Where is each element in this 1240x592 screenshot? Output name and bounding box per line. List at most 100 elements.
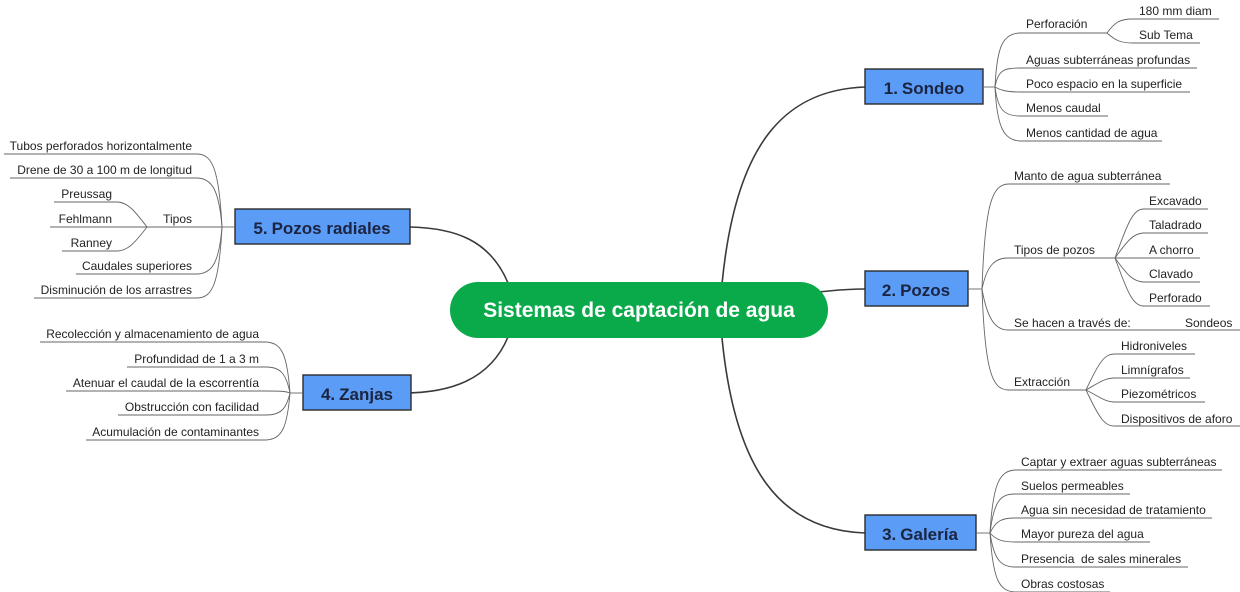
edge-extraccion-hidroniveles bbox=[1085, 353, 1116, 391]
topic-zanjas-label: Zanjas bbox=[339, 385, 393, 404]
node-preussag[interactable]: Preussag bbox=[54, 187, 118, 203]
node-perforado[interactable]: Perforado bbox=[1143, 291, 1210, 307]
topic-pozos-box bbox=[864, 270, 969, 307]
edge-zanjas-recoleccion bbox=[265, 341, 291, 394]
zanjas-branches: Recolección y almacenamiento de agua Pro… bbox=[40, 327, 303, 441]
edge-root-radiales bbox=[409, 226, 509, 284]
edge-radiales-tubos bbox=[197, 153, 223, 228]
edge-extraccion-piezometricos bbox=[1085, 389, 1116, 403]
node-180-mm-diam[interactable]: 180 mm diam bbox=[1133, 4, 1219, 20]
node-aguas-profundas-label: Aguas subterráneas profundas bbox=[1026, 53, 1190, 67]
node-dispositivos-aforo-label: Dispositivos de aforo bbox=[1121, 412, 1233, 426]
node-ranney-label: Ranney bbox=[71, 236, 112, 250]
node-atenuar-label: Atenuar el caudal de la escorrentía bbox=[73, 376, 259, 390]
node-manto-label: Manto de agua subterránea bbox=[1014, 169, 1162, 183]
edge-zanjas-atenuar bbox=[265, 390, 291, 394]
edge-root-sondeo bbox=[721, 86, 866, 285]
node-tubos-label: Tubos perforados horizontalmente bbox=[10, 139, 193, 153]
node-obras-costosas[interactable]: Obras costosas bbox=[1015, 577, 1110, 592]
node-mayor-pureza-label: Mayor pureza del agua bbox=[1021, 527, 1144, 541]
topic-pozos-radiales-box bbox=[234, 208, 411, 245]
node-menos-caudal[interactable]: Menos caudal bbox=[1020, 101, 1108, 117]
node-tipos-pozos[interactable]: Tipos de pozos bbox=[1008, 243, 1115, 259]
node-manto[interactable]: Manto de agua subterránea bbox=[1008, 169, 1170, 185]
node-sales-minerales-label: Presencia de sales minerales bbox=[1021, 552, 1181, 566]
node-tipos-pozos-label: Tipos de pozos bbox=[1014, 243, 1095, 257]
node-dispositivos-aforo[interactable]: Dispositivos de aforo bbox=[1115, 412, 1240, 427]
node-agua-sin-tratamiento-label: Agua sin necesidad de tratamiento bbox=[1021, 503, 1206, 517]
topic-pozos-label: Pozos bbox=[900, 281, 950, 300]
node-drene[interactable]: Drene de 30 a 100 m de longitud bbox=[10, 163, 198, 179]
topic-pozos[interactable]: 2.Pozos bbox=[864, 270, 969, 307]
node-sales-minerales[interactable]: Presencia de sales minerales bbox=[1015, 552, 1188, 568]
topic-sondeo-box bbox=[864, 68, 984, 105]
node-limnigrafos[interactable]: Limnígrafos bbox=[1115, 363, 1190, 379]
node-arrastres-label: Disminución de los arrastres bbox=[41, 283, 192, 297]
edge-tipos-excavado bbox=[1114, 208, 1144, 259]
node-arrastres[interactable]: Disminución de los arrastres bbox=[34, 283, 198, 299]
node-captar[interactable]: Captar y extraer aguas subterráneas bbox=[1015, 455, 1222, 471]
node-recoleccion-label: Recolección y almacenamiento de agua bbox=[46, 327, 259, 341]
node-aguas-profundas[interactable]: Aguas subterráneas profundas bbox=[1020, 53, 1197, 69]
topic-pozos-radiales-title: 5. Pozos radiales bbox=[253, 219, 390, 238]
pozos-branches: Manto de agua subterránea Tipos de pozos… bbox=[968, 169, 1240, 427]
topic-pozos-radiales-number: 5. bbox=[253, 219, 267, 238]
node-clavado[interactable]: Clavado bbox=[1143, 267, 1200, 283]
node-excavado[interactable]: Excavado bbox=[1143, 194, 1208, 210]
edge-root-zanjas bbox=[402, 336, 509, 394]
topic-galeria-label: Galería bbox=[900, 525, 958, 544]
node-taladrado[interactable]: Taladrado bbox=[1143, 218, 1208, 234]
node-menos-cantidad[interactable]: Menos cantidad de agua bbox=[1020, 126, 1162, 142]
edge-extraccion-limnigrafos bbox=[1085, 377, 1116, 391]
node-caudales[interactable]: Caudales superiores bbox=[76, 259, 198, 275]
topic-zanjas[interactable]: 4.Zanjas bbox=[302, 374, 412, 411]
node-poco-espacio[interactable]: Poco espacio en la superficie bbox=[1020, 77, 1190, 93]
edge-perforacion-180 bbox=[1106, 18, 1134, 34]
node-obstruccion[interactable]: Obstrucción con facilidad bbox=[118, 400, 266, 416]
node-sub-tema[interactable]: Sub Tema bbox=[1133, 28, 1200, 44]
topic-galeria-box bbox=[864, 514, 977, 551]
topic-sondeo[interactable]: 1.Sondeo bbox=[864, 68, 984, 105]
edge-tipos-taladrado bbox=[1114, 232, 1144, 259]
node-extraccion[interactable]: Extracción bbox=[1008, 375, 1086, 391]
node-sondeos[interactable]: Sondeos bbox=[1178, 316, 1240, 331]
node-tubos[interactable]: Tubos perforados horizontalmente bbox=[4, 139, 198, 155]
node-se-hacen-label: Se hacen a través de: bbox=[1014, 316, 1131, 330]
node-agua-sin-tratamiento[interactable]: Agua sin necesidad de tratamiento bbox=[1015, 503, 1212, 519]
node-a-chorro-label: A chorro bbox=[1149, 243, 1194, 257]
topic-galeria-number: 3. bbox=[882, 525, 896, 544]
node-atenuar[interactable]: Atenuar el caudal de la escorrentía bbox=[66, 376, 266, 392]
edge-pozos-traves bbox=[981, 288, 1009, 331]
node-perforacion-label: Perforación bbox=[1026, 17, 1087, 31]
edge-sondeo-aguas bbox=[994, 67, 1021, 88]
topic-pozos-radiales[interactable]: 5. Pozos radiales bbox=[234, 208, 411, 245]
node-perforacion[interactable]: Perforación bbox=[1020, 17, 1107, 34]
node-hidroniveles-label: Hidroniveles bbox=[1121, 339, 1187, 353]
node-recoleccion[interactable]: Recolección y almacenamiento de agua bbox=[40, 327, 266, 343]
topic-sondeo-number: 1. bbox=[884, 79, 898, 98]
node-fehlmann[interactable]: Fehlmann bbox=[50, 212, 118, 228]
edge-galeria-suelos bbox=[989, 493, 1016, 534]
edge-zanjas-obstruccion bbox=[265, 392, 291, 416]
topic-galeria[interactable]: 3.Galería bbox=[864, 514, 977, 551]
node-captar-label: Captar y extraer aguas subterráneas bbox=[1021, 455, 1216, 469]
node-hidroniveles[interactable]: Hidroniveles bbox=[1115, 339, 1195, 355]
node-mayor-pureza[interactable]: Mayor pureza del agua bbox=[1015, 527, 1150, 543]
node-piezometricos-label: Piezométricos bbox=[1121, 387, 1196, 401]
node-ranney[interactable]: Ranney bbox=[62, 236, 118, 252]
topic-zanjas-title: 4.Zanjas bbox=[321, 385, 393, 404]
node-a-chorro[interactable]: A chorro bbox=[1143, 243, 1200, 259]
edge-galeria-obras bbox=[989, 532, 1016, 592]
node-acumulacion[interactable]: Acumulación de contaminantes bbox=[86, 425, 266, 441]
node-tipos-radiales[interactable]: Tipos bbox=[147, 212, 198, 228]
node-suelos[interactable]: Suelos permeables bbox=[1015, 479, 1130, 495]
topic-pozos-radiales-label: Pozos radiales bbox=[272, 219, 391, 238]
node-piezometricos[interactable]: Piezométricos bbox=[1115, 387, 1205, 403]
node-se-hacen[interactable]: Se hacen a través de: bbox=[1008, 316, 1178, 331]
root-topic[interactable]: Sistemas de captación de agua bbox=[450, 282, 828, 338]
topic-zanjas-box bbox=[302, 374, 412, 411]
edge-tipos-clavado bbox=[1114, 257, 1144, 283]
node-menos-cantidad-label: Menos cantidad de agua bbox=[1026, 126, 1158, 140]
edge-zanjas-profundidad bbox=[265, 366, 291, 394]
node-profundidad[interactable]: Profundidad de 1 a 3 m bbox=[127, 352, 266, 368]
